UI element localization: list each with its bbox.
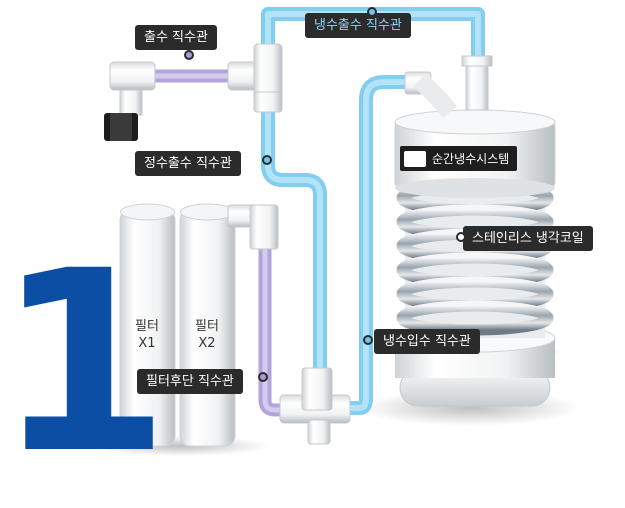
tank-fittings — [404, 55, 493, 118]
filter-2-label: 필터 X2 — [182, 318, 232, 352]
outlet-pipe-marker — [184, 50, 194, 60]
post-filter-marker — [258, 372, 268, 382]
label-post-filter-pipe: 필터후단 직수관 — [137, 369, 243, 394]
filter-1-model: X1 — [138, 336, 156, 351]
purified-outlet-marker — [262, 155, 272, 165]
tee-fittings — [279, 367, 351, 445]
label-outlet-pipe: 출수 직수관 — [135, 25, 217, 50]
coil-marker — [456, 232, 466, 242]
system-badge: 순간냉수시스템 — [400, 146, 518, 171]
system-badge-text: 순간냉수시스템 — [432, 152, 510, 166]
cold-inlet-marker — [363, 335, 373, 345]
filter-2-model: X2 — [198, 336, 216, 351]
label-purified-outlet-pipe: 정수출수 직수관 — [135, 151, 241, 176]
diagram: 1 필터 X1 필터 X2 순간냉수시스템 출수 직수관 냉수출수 직수관 정수… — [0, 7, 593, 488]
filter-2-name: 필터 — [195, 319, 219, 334]
cooling-coil — [396, 180, 554, 338]
cold-outlet-marker — [367, 7, 377, 17]
filter-1-name: 필터 — [135, 319, 159, 334]
step-number: 1 — [0, 217, 170, 508]
post-filter-tube — [258, 233, 295, 417]
snowflake-logo-icon — [404, 150, 426, 167]
label-cold-outlet-pipe: 냉수출수 직수관 — [305, 13, 411, 38]
label-cold-inlet-pipe: 냉수입수 직수관 — [374, 329, 480, 354]
filter-1-label: 필터 X1 — [122, 318, 172, 352]
label-coil: 스테인리스 냉각코일 — [463, 226, 593, 251]
outlet-assembly — [104, 43, 283, 141]
